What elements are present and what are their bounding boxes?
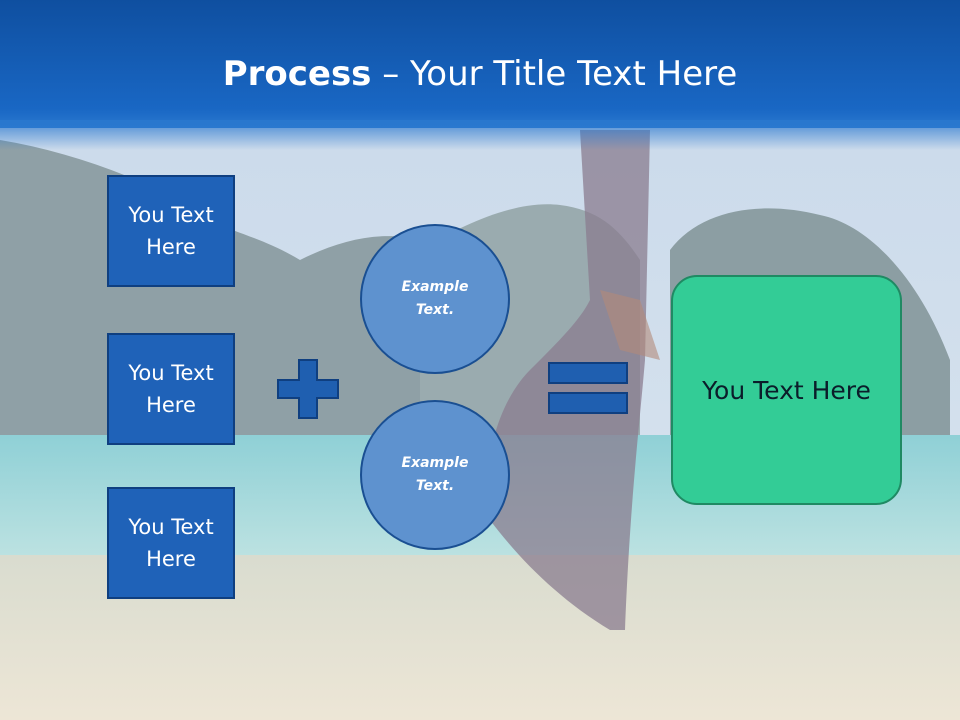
example-circle-2[interactable]: Example Text. [360,400,510,550]
input-box-1[interactable]: You Text Here [107,175,235,287]
example-circle-1-label: Example Text. [401,279,469,318]
title-bar [0,0,960,128]
example-circle-1[interactable]: Example Text. [360,224,510,374]
input-box-3-label: You Text Here [128,515,214,571]
input-box-1-label: You Text Here [128,203,214,259]
input-box-2[interactable]: You Text Here [107,333,235,445]
example-circle-2-label: Example Text. [401,455,469,494]
title-bar-fade [0,120,960,150]
equals-icon [548,362,628,414]
slide-title-rest: – Your Title Text Here [371,54,738,94]
result-box[interactable]: You Text Here [671,275,902,505]
result-box-label: You Text Here [702,375,871,405]
slide-title[interactable]: Process – Your Title Text Here [0,52,960,96]
input-box-2-label: You Text Here [128,361,214,417]
input-box-3[interactable]: You Text Here [107,487,235,599]
slide-title-bold: Process [222,54,372,94]
plus-icon [277,359,339,419]
